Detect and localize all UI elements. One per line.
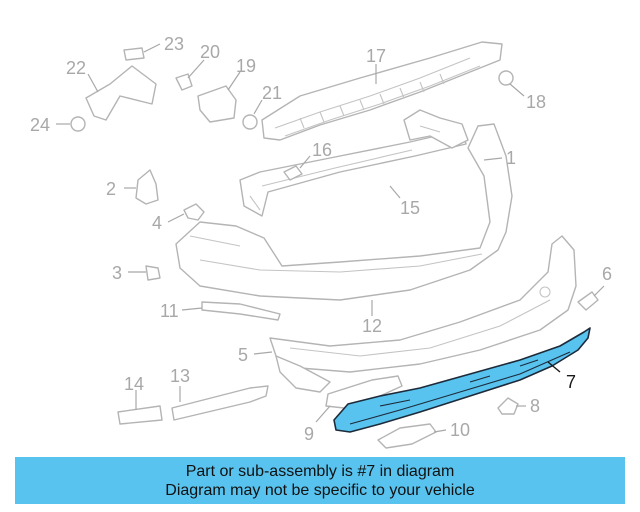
callout-21: 21: [262, 83, 282, 103]
part-10-tip: [377, 423, 437, 449]
part-1-bumper-cover: [175, 123, 513, 301]
callout-6: 6: [602, 264, 612, 284]
part-23-bolt: [123, 47, 145, 61]
callout-11: 11: [160, 301, 179, 321]
part-11-strip: [201, 301, 281, 321]
part-19-bracket: [197, 85, 237, 123]
callout-1: 1: [506, 148, 516, 168]
part-2-socket: [135, 169, 159, 205]
callout-4: 4: [152, 213, 162, 233]
part-8-nut: [497, 397, 519, 415]
banner-line-disclaimer: Diagram may not be specific to your vehi…: [165, 481, 475, 499]
part-14-reflector: [117, 405, 163, 425]
part-18-nut: [498, 70, 514, 86]
callout-labels: 1 2 3 4 5 6 7 8 9 10 11 12 13 14 15 16 1…: [30, 34, 612, 444]
callout-19: 19: [236, 56, 256, 76]
banner-line-part: Part or sub-assembly is #7 in diagram: [185, 462, 455, 480]
leader-lines: [56, 43, 605, 433]
callout-22: 22: [66, 58, 86, 78]
callout-3: 3: [112, 263, 122, 283]
callout-18: 18: [526, 92, 546, 112]
callout-13: 13: [170, 366, 190, 386]
part-6-clip: [577, 291, 599, 311]
part-22-bracket: [85, 65, 157, 121]
part-5-lower-panel: [275, 355, 331, 393]
callout-9: 9: [304, 424, 314, 444]
part-24-nut: [70, 116, 86, 132]
callout-7: 7: [566, 372, 576, 392]
callout-23: 23: [164, 34, 184, 54]
callout-8: 8: [530, 396, 540, 416]
callout-16: 16: [312, 140, 332, 160]
callout-10: 10: [450, 420, 470, 440]
callout-17: 17: [366, 46, 386, 66]
part-3-screw: [145, 265, 161, 281]
part-13-reflector: [171, 385, 269, 421]
part-16-bolt: [283, 165, 303, 181]
callout-20: 20: [200, 42, 220, 62]
callout-15: 15: [400, 198, 420, 218]
part-17-absorber: [261, 41, 503, 141]
callout-2: 2: [106, 179, 116, 199]
callout-14: 14: [124, 374, 144, 394]
info-banner: Part or sub-assembly is #7 in diagram Di…: [15, 457, 625, 504]
part-12-lower-cover: [269, 235, 577, 373]
part-7-diffuser: [333, 327, 591, 433]
parts-diagram: 1 2 3 4 5 6 7 8 9 10 11 12 13 14 15 16 1…: [30, 34, 612, 449]
callout-12: 12: [362, 316, 382, 336]
callout-24: 24: [30, 115, 50, 135]
part-15-impact-bar: [239, 109, 469, 217]
part-4-clip: [183, 203, 205, 221]
part-21-nut: [242, 114, 258, 130]
callout-5: 5: [238, 345, 248, 365]
